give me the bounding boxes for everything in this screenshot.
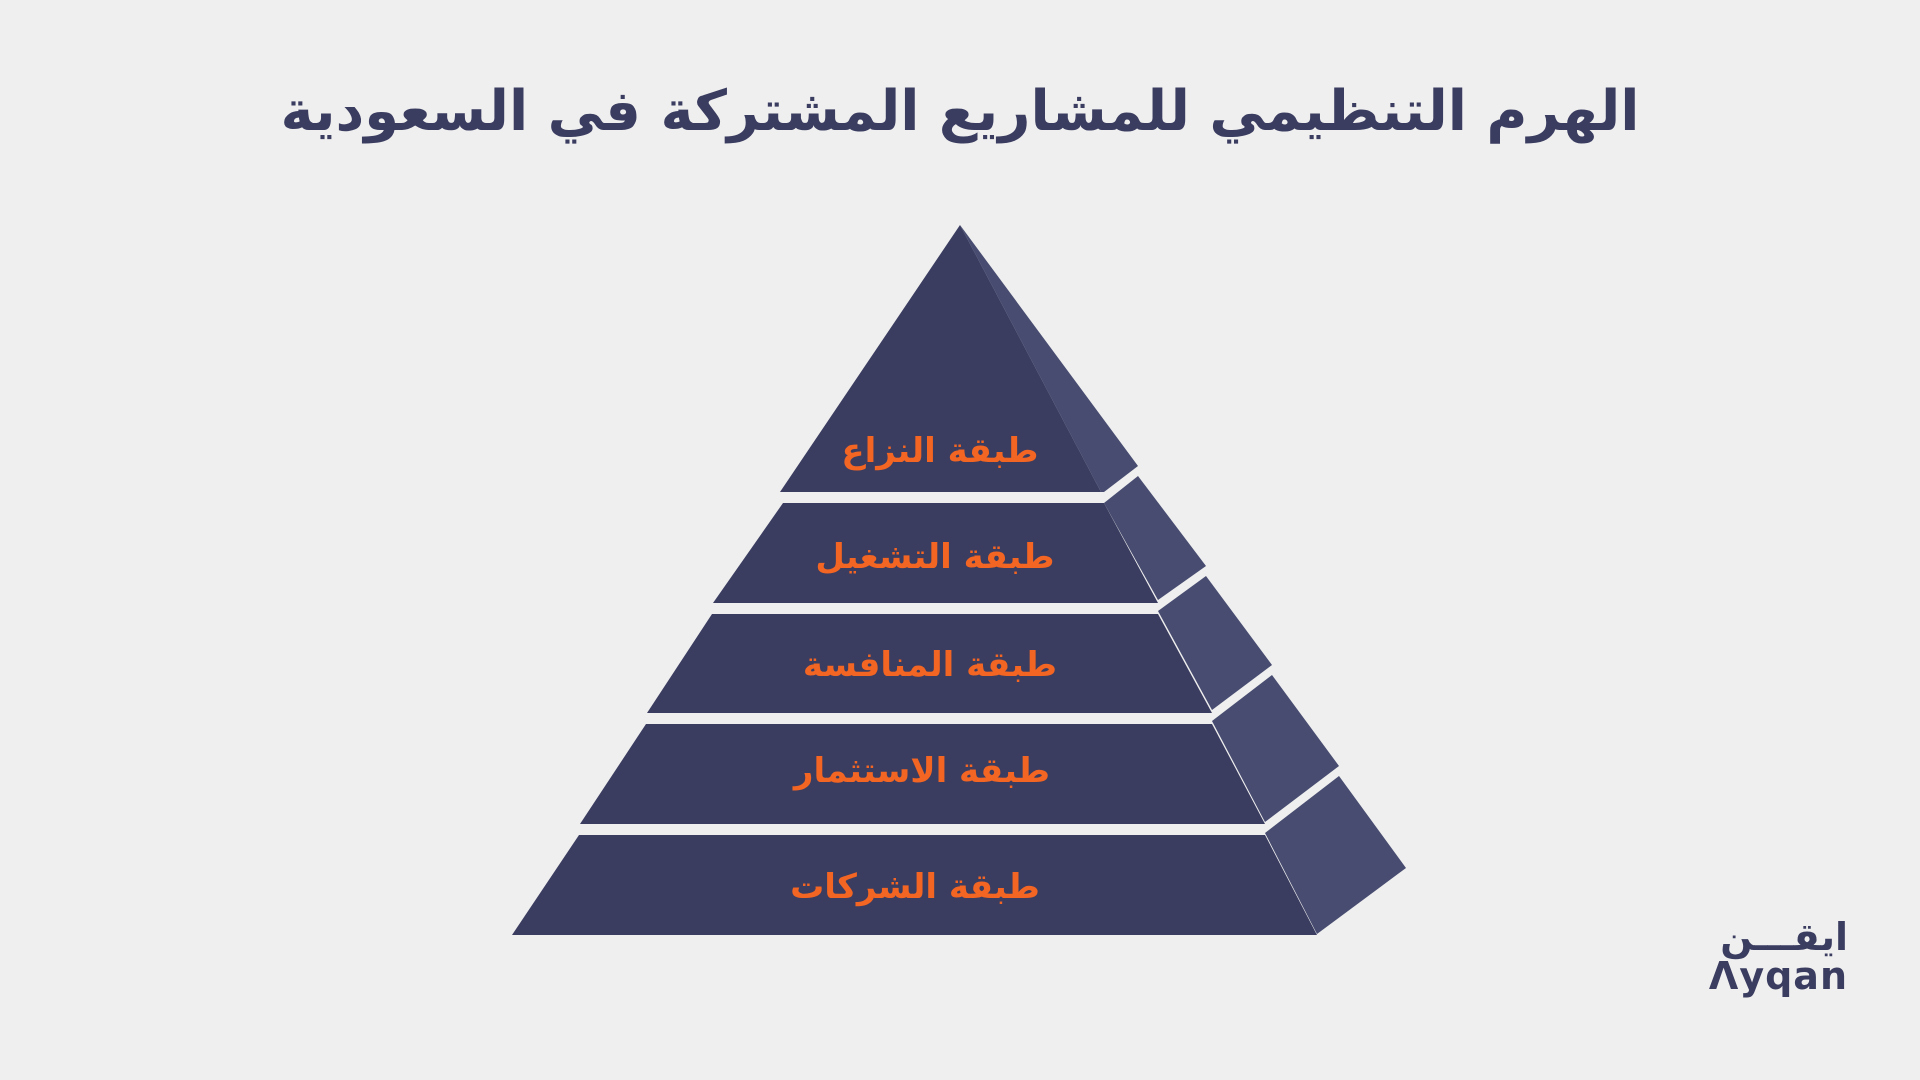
layer-label-3: طبقة المنافسة — [803, 645, 1057, 685]
brand-logo-arabic: ايقـــن — [1720, 915, 1848, 959]
brand-logo-english: Λyqan — [1708, 954, 1848, 998]
pyramid-layer-4 — [580, 724, 1265, 824]
pyramid-layer-3 — [647, 614, 1212, 713]
page-title: الهرم التنظيمي للمشاريع المشتركة في السع… — [280, 79, 1640, 144]
pyramid-side-segment-4 — [1212, 675, 1339, 822]
pyramid-layer-5 — [512, 835, 1317, 935]
pyramid-side-segment-5 — [1265, 776, 1406, 934]
layer-label-2: طبقة التشغيل — [815, 537, 1054, 577]
layer-label-4: طبقة الاستثمار — [792, 751, 1050, 791]
pyramid-front-face — [512, 225, 1317, 935]
pyramid-side-face — [960, 225, 1406, 934]
brand-logo: ايقـــن Λyqan — [1688, 918, 1848, 998]
layer-label-5: طبقة الشركات — [790, 867, 1040, 907]
pyramid-layer-2 — [713, 503, 1158, 603]
pyramid-labels: طبقة النزاع طبقة التشغيل طبقة المنافسة ط… — [790, 431, 1057, 907]
pyramid-layer-1 — [780, 225, 1101, 492]
pyramid-side-segment-2 — [1104, 476, 1206, 600]
pyramid-side-segment-3 — [1158, 576, 1272, 710]
pyramid-side-segment-1 — [960, 225, 1138, 492]
layer-label-1: طبقة النزاع — [841, 431, 1038, 471]
